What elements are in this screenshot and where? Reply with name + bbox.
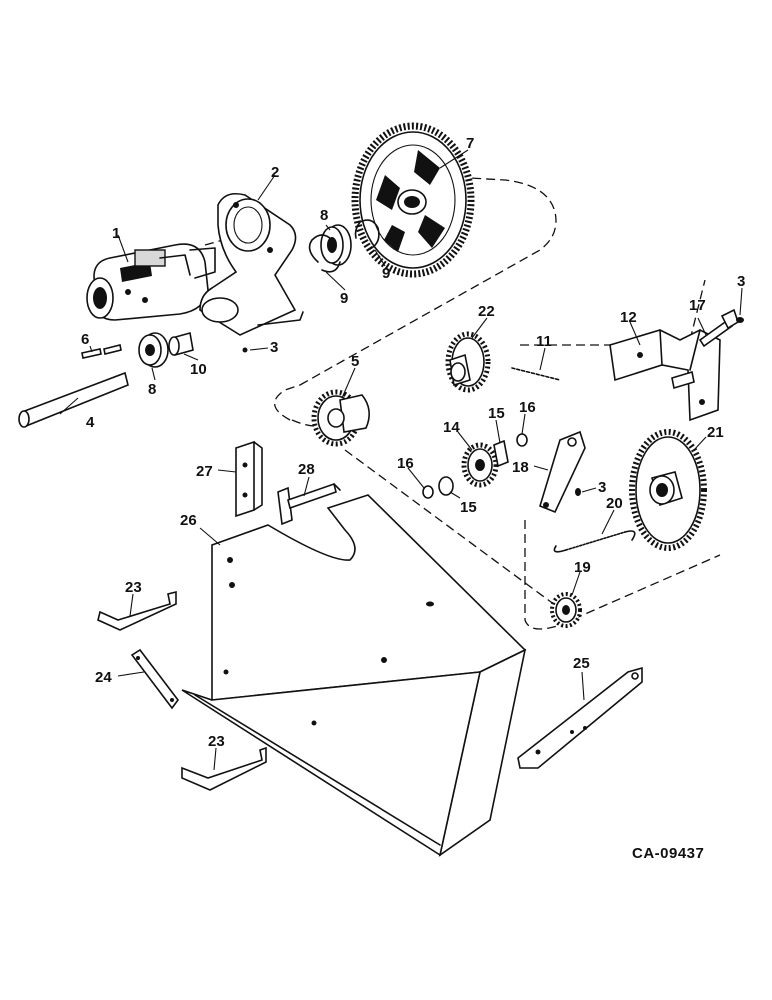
- callout-4: 4: [86, 414, 95, 431]
- mounting-bracket: [199, 192, 304, 336]
- callout-labels: 1 2 3 3 3 4 5 6 7 8 8 9 9 10 11 12 14 15…: [81, 135, 745, 862]
- callout-3: 3: [598, 479, 606, 496]
- sprocket-14: [461, 442, 499, 488]
- snap-ring-left: [308, 234, 341, 273]
- nut-3-left: [242, 347, 248, 353]
- callout-1: 1: [112, 225, 120, 242]
- callout-6: 6: [81, 331, 89, 348]
- callout-15: 15: [460, 499, 477, 516]
- sprocket-5: [311, 389, 370, 447]
- plate-25: [517, 666, 643, 769]
- callout-22: 22: [478, 303, 495, 320]
- callout-9: 9: [382, 265, 390, 282]
- drive-shaft: [18, 371, 129, 428]
- callout-23: 23: [208, 733, 225, 750]
- bolt-17: [698, 308, 739, 348]
- tension-spring: [553, 530, 636, 553]
- callout-16: 16: [519, 399, 536, 416]
- callout-8: 8: [148, 381, 156, 398]
- callout-21: 21: [707, 424, 724, 441]
- callout-20: 20: [606, 495, 623, 512]
- callout-3: 3: [737, 273, 745, 290]
- bushing-15-upper: [493, 439, 509, 468]
- keys: [81, 344, 122, 359]
- callout-8: 8: [320, 207, 328, 224]
- bracket-12: [609, 329, 721, 422]
- callout-12: 12: [620, 309, 637, 326]
- bushing-16-lower: [422, 485, 434, 499]
- nut-3-mid: [575, 488, 581, 496]
- callout-7: 7: [466, 135, 474, 152]
- leader-lines: [59, 149, 743, 771]
- callout-9: 9: [340, 290, 348, 307]
- large-gear: [351, 122, 475, 278]
- callout-5: 5: [351, 353, 359, 370]
- callout-18: 18: [512, 459, 529, 476]
- callout-17: 17: [689, 297, 706, 314]
- callout-2: 2: [271, 164, 279, 181]
- chain-shield: [181, 494, 527, 857]
- nut-3-top: [736, 317, 744, 323]
- callout-26: 26: [180, 512, 197, 529]
- bracket-23-lower: [181, 746, 267, 791]
- callout-27: 27: [196, 463, 213, 480]
- callout-10: 10: [190, 361, 207, 378]
- bushing-16-upper: [516, 433, 528, 447]
- roller-chain: [511, 367, 561, 381]
- drawing-code: CA-09437: [632, 845, 704, 862]
- callout-15: 15: [488, 405, 505, 422]
- callout-19: 19: [574, 559, 591, 576]
- spacer-sleeve: [168, 331, 194, 357]
- drive-chain-upper: [274, 177, 557, 427]
- idler-arm: [539, 430, 586, 514]
- bearing-lower: [138, 332, 169, 368]
- callout-14: 14: [443, 419, 460, 436]
- snap-ring-right: [354, 219, 380, 251]
- bushing-15-lower: [438, 476, 454, 496]
- bearing-upper: [320, 224, 352, 266]
- callout-28: 28: [298, 461, 315, 478]
- bracket-23-upper: [97, 590, 177, 631]
- sprocket-21: [629, 429, 707, 551]
- sprocket-19: [550, 592, 582, 628]
- callout-11: 11: [536, 333, 552, 350]
- sprocket-22: [445, 331, 491, 393]
- bracket-27: [235, 440, 263, 518]
- bracket-28: [277, 482, 341, 526]
- link-24: [130, 648, 180, 710]
- callout-24: 24: [95, 669, 112, 686]
- callout-16: 16: [397, 455, 414, 472]
- callout-23: 23: [125, 579, 142, 596]
- callout-25: 25: [573, 655, 590, 672]
- callout-3: 3: [270, 339, 278, 356]
- starter-motor: [86, 237, 231, 321]
